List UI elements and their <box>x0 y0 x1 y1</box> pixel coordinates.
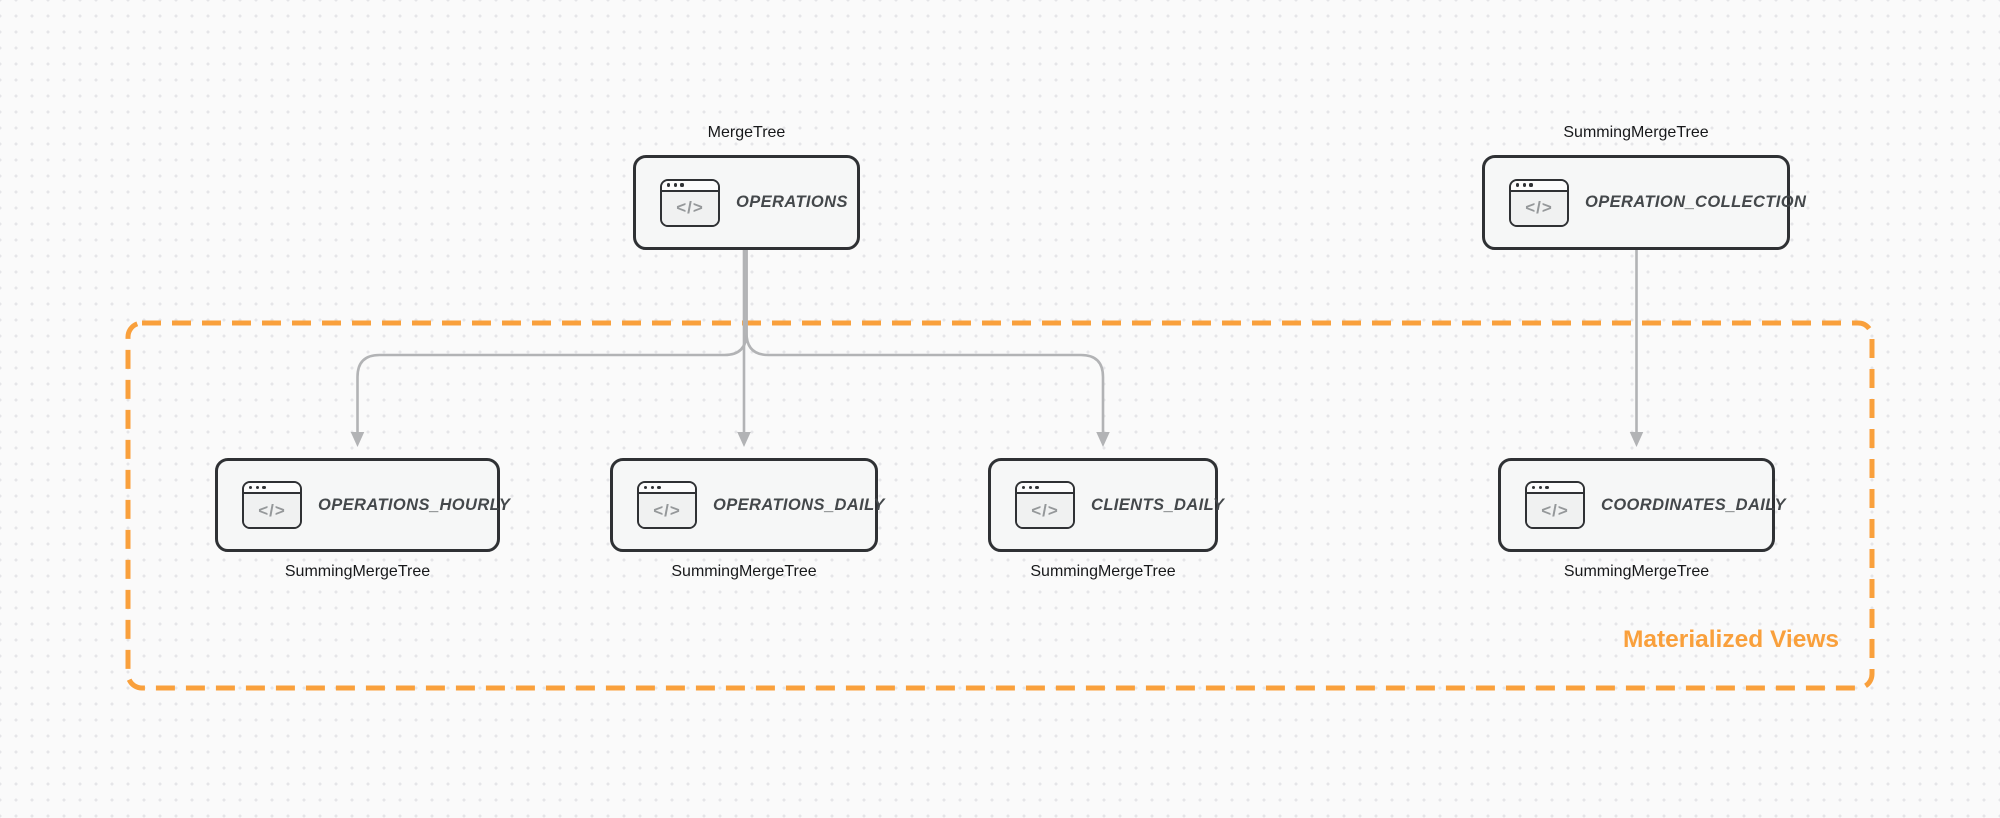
node-title: OPERATIONS_HOURLY <box>318 495 511 514</box>
arrowhead <box>1096 432 1110 447</box>
node-operations[interactable]: </> OPERATIONS <box>633 155 860 250</box>
engine-label-operations: MergeTree <box>707 124 786 141</box>
icon-titlebar-dot <box>1522 183 1526 187</box>
materialized-views-label: Materialized Views <box>1622 626 1840 653</box>
node-title: OPERATIONS <box>736 193 848 211</box>
icon-titlebar-dot <box>673 183 677 187</box>
icon-titlebar <box>662 180 718 192</box>
code-window-icon: </> <box>1525 481 1585 529</box>
node-clients_daily[interactable]: </> CLIENTS_DAILY <box>988 458 1224 552</box>
icon-titlebar-dot <box>1538 485 1542 490</box>
icon-titlebar-dot <box>249 485 253 490</box>
icon-titlebar-dot <box>657 485 661 490</box>
materialized-views-group <box>125 320 1875 691</box>
edge-operations-to-operations_daily <box>737 248 751 447</box>
edge-line <box>356 248 748 437</box>
node-operations_hourly[interactable]: </> OPERATIONS_HOURLY <box>215 458 510 552</box>
icon-code-glyph: </> <box>244 494 300 527</box>
arrowhead <box>737 432 751 447</box>
icon-titlebar-dot <box>644 485 648 490</box>
icon-titlebar-dot <box>1516 183 1520 187</box>
edge-line <box>745 248 1105 437</box>
icon-titlebar <box>639 483 695 494</box>
icon-titlebar-dot <box>255 485 259 490</box>
engine-label-clients_daily: SummingMergeTree <box>1030 563 1176 580</box>
code-window-icon: </> <box>637 481 697 529</box>
edge-operation_collection-to-coordinates_daily <box>1629 248 1644 447</box>
engine-label-coordinates_daily: SummingMergeTree <box>1563 563 1710 580</box>
icon-code-glyph: </> <box>639 494 695 527</box>
icon-titlebar-dot <box>650 485 654 490</box>
icon-titlebar-dot <box>667 183 671 187</box>
node-title: COORDINATES_DAILY <box>1601 495 1786 514</box>
icon-titlebar-dot <box>680 183 684 187</box>
node-title: CLIENTS_DAILY <box>1091 495 1225 514</box>
code-window-icon: </> <box>1509 178 1569 227</box>
code-window-icon: </> <box>660 178 720 227</box>
engine-label-operations_daily: SummingMergeTree <box>671 563 817 580</box>
code-window-icon: </> <box>1015 481 1075 529</box>
code-window-icon: </> <box>242 481 302 529</box>
icon-titlebar <box>1511 180 1567 192</box>
node-coordinates_daily[interactable]: </> COORDINATES_DAILY <box>1498 458 1786 552</box>
edge-operations-to-clients_daily <box>745 248 1110 447</box>
icon-titlebar-dot <box>1028 485 1032 490</box>
arrowhead <box>1629 432 1644 447</box>
engine-label-operation_collection: SummingMergeTree <box>1563 124 1709 141</box>
node-title: OPERATION_COLLECTION <box>1585 193 1807 211</box>
icon-titlebar-dot <box>1532 485 1536 490</box>
icon-titlebar <box>1017 483 1073 494</box>
icon-titlebar-dot <box>262 485 266 490</box>
node-operation_collection[interactable]: </> OPERATION_COLLECTION <box>1482 155 1806 250</box>
icon-code-glyph: </> <box>1527 494 1583 527</box>
node-operations_daily[interactable]: </> OPERATIONS_DAILY <box>610 458 884 552</box>
icon-titlebar-dot <box>1022 485 1026 490</box>
icon-code-glyph: </> <box>1017 494 1073 527</box>
icon-titlebar-dot <box>1545 485 1549 490</box>
icon-titlebar-dot <box>1035 485 1039 490</box>
engine-label-operations_hourly: SummingMergeTree <box>284 563 431 580</box>
arrowhead <box>350 432 365 447</box>
icon-titlebar-dot <box>1529 183 1533 187</box>
icon-titlebar <box>244 483 300 494</box>
edge-operations-to-operations_hourly <box>350 248 748 447</box>
icon-code-glyph: </> <box>662 191 718 225</box>
icon-code-glyph: </> <box>1511 191 1567 225</box>
node-title: OPERATIONS_DAILY <box>713 495 885 514</box>
icon-titlebar <box>1527 483 1583 494</box>
